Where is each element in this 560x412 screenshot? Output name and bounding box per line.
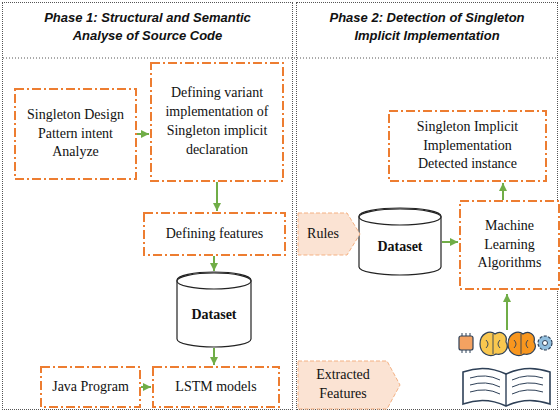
brain-icon — [508, 332, 535, 355]
process-box: LSTM models — [152, 366, 280, 408]
label-group: Singleton Implicit Implementation Detect… — [390, 114, 545, 179]
gear-icon — [538, 336, 552, 350]
arrow-label: Extracted Features — [303, 366, 383, 404]
phase-panel: Phase 2: Detection of Singleton Implicit… — [296, 2, 558, 410]
label-group: Defining variant implementation of Singl… — [152, 80, 282, 164]
process-box: Defining variant implementation of Singl… — [150, 62, 284, 182]
box-border — [41, 367, 140, 407]
label-group: Defining features — [145, 221, 284, 248]
box-label: Java Program — [52, 378, 129, 397]
dataset-label: Dataset — [191, 306, 236, 325]
block-arrow-shape — [298, 213, 360, 255]
cylinder-top — [359, 209, 441, 225]
process-box: Singleton Implicit Implementation Detect… — [388, 110, 547, 182]
block-arrow: Rules — [297, 212, 361, 256]
flow-arrow — [137, 133, 149, 135]
header-divider — [3, 58, 557, 59]
brain-icon — [480, 332, 507, 355]
cylinder-body — [177, 272, 251, 347]
box-border — [460, 201, 559, 289]
box-label: Defining variant implementation of Singl… — [162, 84, 272, 160]
flow-arrow — [141, 386, 151, 388]
book-icon — [463, 368, 550, 406]
box-label: Defining features — [155, 225, 274, 244]
cylinder-body — [359, 208, 441, 275]
phase-heading: Phase 1: Structural and Semantic Analyse… — [3, 9, 292, 44]
label-group: Extracted Features — [299, 364, 399, 406]
chip-icon — [459, 336, 473, 350]
label-group: Dataset — [187, 294, 240, 327]
flow-arrow — [502, 183, 504, 200]
process-box: Defining features — [143, 212, 286, 256]
flow-arrow — [213, 256, 215, 271]
label-group: Singleton Design Pattern intent Analyze — [16, 102, 135, 167]
flow-arrow — [442, 241, 458, 243]
box-border — [15, 89, 136, 179]
process-box: Java Program — [40, 366, 141, 408]
block-arrow-shape — [298, 361, 400, 409]
dataset-label: Dataset — [377, 238, 422, 257]
label-group: LSTM models — [154, 374, 278, 401]
phase-heading: Phase 2: Detection of Singleton Implicit… — [297, 9, 557, 44]
process-box: Machine Learning Algorithms — [459, 200, 560, 290]
arrow-label: Rules — [303, 225, 343, 244]
label-group: Java Program — [42, 374, 139, 401]
ai-book-illustration — [453, 320, 557, 411]
dataset-cylinder: Dataset — [176, 272, 252, 348]
cylinder-top — [177, 273, 251, 289]
label-group: Machine Learning Algorithms — [461, 213, 558, 278]
flow-arrow — [213, 348, 215, 365]
box-border — [144, 213, 285, 255]
box-label: Singleton Design Pattern intent Analyze — [26, 106, 125, 163]
phase-panel: Phase 1: Structural and Semantic Analyse… — [2, 2, 293, 410]
flow-arrow — [216, 182, 218, 211]
dataset-cylinder: Dataset — [358, 208, 442, 276]
box-label: LSTM models — [164, 378, 268, 397]
box-border — [389, 111, 546, 181]
block-arrow: Extracted Features — [297, 360, 401, 410]
box-label: Singleton Implicit Implementation Detect… — [400, 118, 535, 175]
box-border — [153, 367, 279, 407]
box-border — [151, 63, 283, 181]
process-box-outline — [150, 62, 284, 182]
label-group: Dataset — [373, 226, 426, 259]
label-group: Rules — [299, 223, 359, 246]
box-label: Machine Learning Algorithms — [471, 217, 548, 274]
process-box: Singleton Design Pattern intent Analyze — [14, 88, 137, 180]
illustration-arrow — [506, 294, 508, 330]
